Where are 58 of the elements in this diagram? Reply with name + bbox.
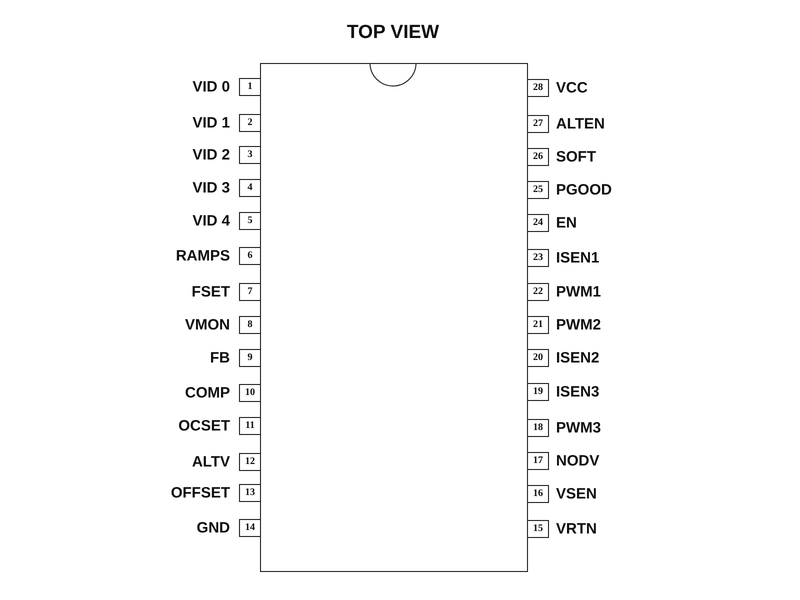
pin-number: 6 <box>248 251 252 261</box>
pin-number: 11 <box>245 421 255 431</box>
pin-number: 16 <box>533 489 543 499</box>
pin-number: 20 <box>533 353 543 363</box>
pin-number: 1 <box>248 82 252 92</box>
pin-number: 18 <box>533 423 543 433</box>
pin-number: 14 <box>245 523 255 533</box>
pin-number: 3 <box>248 150 252 160</box>
pin-number: 25 <box>533 185 543 195</box>
pin-name: FSET <box>192 284 230 300</box>
pin-number: 7 <box>248 287 252 297</box>
pin-name: ISEN3 <box>556 384 600 400</box>
pin-name: VRTN <box>556 520 597 538</box>
pin-number: 24 <box>533 218 543 228</box>
pin-name: PWM1 <box>556 284 601 300</box>
pin-number: 9 <box>248 353 252 363</box>
pin-name: RAMPS <box>176 248 230 264</box>
pin-name: VID 2 <box>192 146 230 164</box>
pin-number: 28 <box>533 83 543 93</box>
pin-number: 26 <box>533 152 543 162</box>
pin-name: FB <box>210 350 230 366</box>
pin-name: VID 4 <box>192 212 230 230</box>
pin-name: VCC <box>556 80 588 96</box>
pin-name: OCSET <box>178 418 230 434</box>
pin-number: 19 <box>533 387 543 397</box>
pin-name: EN <box>556 214 577 232</box>
pin-number: 12 <box>245 457 255 467</box>
pin-name: PGOOD <box>556 182 612 198</box>
pin-name: ISEN1 <box>556 250 600 266</box>
pin-name: VMON <box>185 316 230 334</box>
pin-name: VID 3 <box>192 180 230 196</box>
pin-number: 4 <box>248 183 252 193</box>
pin-number: 15 <box>533 524 543 534</box>
pin-name: VID 0 <box>192 78 230 96</box>
pin-number: 21 <box>533 320 543 330</box>
chip-body <box>260 63 528 572</box>
pin-number: 2 <box>248 118 252 128</box>
pin-number: 23 <box>533 253 543 263</box>
pin-number: 22 <box>533 287 543 297</box>
pin-number: 10 <box>245 388 255 398</box>
pin-name: OFFSET <box>170 484 230 502</box>
pin-name: GND <box>196 520 230 536</box>
pin-name: VSEN <box>556 486 597 502</box>
pin-number: 13 <box>245 488 255 498</box>
pin-name: ALTV <box>192 454 230 470</box>
pin-name: SOFT <box>556 148 596 166</box>
pin-name: ALTEN <box>556 116 605 132</box>
pin-number: 27 <box>533 119 543 129</box>
pin-name: COMP <box>185 384 230 402</box>
pin-number: 8 <box>248 320 252 330</box>
pin-name: PWM3 <box>556 420 601 436</box>
pin-name: ISEN2 <box>556 350 600 366</box>
pin-name: NODV <box>556 452 600 470</box>
diagram-title: TOP VIEW <box>346 22 440 44</box>
pin-name: VID 1 <box>192 114 230 132</box>
pin-number: 17 <box>533 456 543 466</box>
pin-name: PWM2 <box>556 316 601 334</box>
pin-number: 5 <box>248 216 252 226</box>
